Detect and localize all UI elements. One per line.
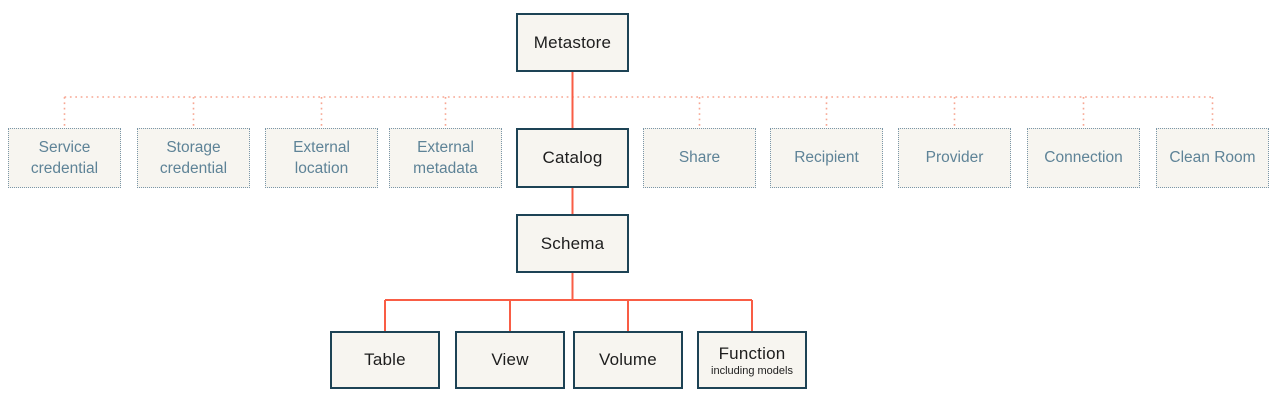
node-label: Table (364, 350, 406, 369)
node-metastore: Metastore (516, 13, 629, 72)
node-label: Service credential (30, 138, 99, 177)
node-table: Table (330, 331, 440, 389)
node-label: Storage credential (159, 138, 228, 177)
node-external-location: External location (265, 128, 378, 188)
node-catalog: Catalog (516, 128, 629, 188)
node-label: Share (678, 149, 721, 167)
node-service-credential: Service credential (8, 128, 121, 188)
node-external-metadata: External metadata (389, 128, 502, 188)
node-label: Function (718, 343, 786, 363)
node-function: Function including models (697, 331, 807, 389)
node-label: Clean Room (1169, 149, 1256, 167)
node-label: Catalog (542, 148, 603, 167)
node-label: Provider (925, 149, 984, 167)
node-view: View (455, 331, 565, 389)
node-storage-credential: Storage credential (137, 128, 250, 188)
node-label: Schema (540, 233, 605, 253)
node-share: Share (643, 128, 756, 188)
node-clean-room: Clean Room (1156, 128, 1269, 188)
node-label: Connection (1044, 149, 1123, 167)
node-recipient: Recipient (770, 128, 883, 188)
node-volume: Volume (573, 331, 683, 389)
node-provider: Provider (898, 128, 1011, 188)
node-label: View (491, 350, 529, 369)
node-sublabel: including models (711, 364, 793, 377)
node-label: External metadata (413, 138, 478, 177)
node-label: External location (293, 138, 350, 177)
node-connection: Connection (1027, 128, 1140, 188)
node-schema: Schema (516, 214, 629, 273)
node-label: Recipient (794, 149, 859, 167)
node-label: Volume (599, 350, 657, 369)
node-label: Metastore (533, 32, 612, 52)
